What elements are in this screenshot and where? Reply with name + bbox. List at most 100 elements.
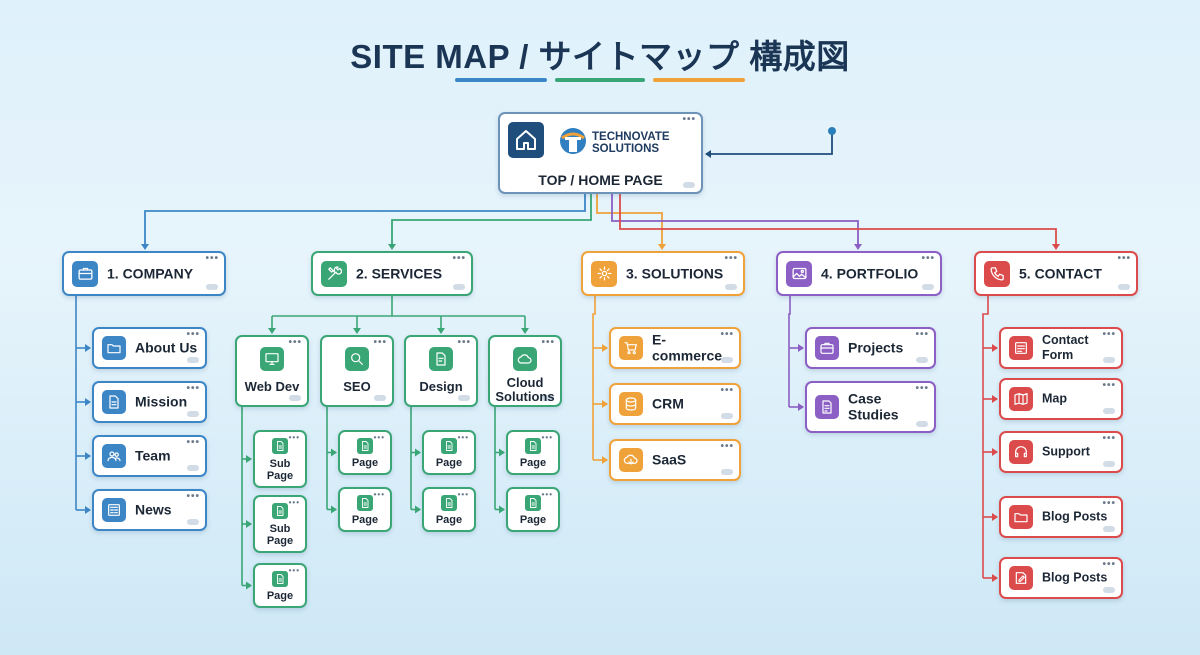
contact-item-label: Contact Form [1042, 332, 1089, 362]
more-dots-icon[interactable]: ••• [1117, 253, 1131, 264]
design-doc-icon [429, 347, 453, 371]
more-dots-icon[interactable]: ••• [373, 433, 385, 442]
page-label: Sub Page [266, 458, 294, 482]
page-icon [441, 438, 457, 454]
connector-portfolio-trunk [788, 296, 791, 407]
section-company[interactable]: •••1. COMPANY [62, 251, 226, 296]
report-icon [815, 395, 839, 419]
section-contact-label: 5. CONTACT [1019, 265, 1102, 282]
more-dots-icon[interactable]: ••• [682, 114, 696, 125]
arrow-contact-child-1 [992, 395, 998, 403]
section-solutions[interactable]: •••3. SOLUTIONS [581, 251, 745, 296]
more-dots-icon[interactable]: ••• [541, 490, 553, 499]
section-services-label: 2. SERVICES [356, 265, 443, 282]
more-dots-icon[interactable]: ••• [373, 337, 387, 348]
more-dots-icon[interactable]: ••• [720, 329, 734, 340]
contact-item-0[interactable]: ••• Contact Form [999, 327, 1123, 369]
more-dots-icon[interactable]: ••• [288, 337, 302, 348]
services-page-3-0[interactable]: ••• Page [506, 430, 560, 475]
arrow-page-0-2 [246, 581, 252, 590]
more-dots-icon[interactable]: ••• [457, 490, 469, 499]
contact-item-3[interactable]: •••Blog Posts [999, 496, 1123, 538]
arrow-solutions-child-2 [602, 456, 608, 464]
more-dots-icon[interactable]: ••• [915, 329, 929, 340]
contact-item-1[interactable]: •••Map [999, 378, 1123, 420]
section-contact[interactable]: ••• 5. CONTACT [974, 251, 1138, 296]
contact-item-4[interactable]: •••Blog Posts [999, 557, 1123, 599]
arrow-contact-child-2 [992, 448, 998, 456]
services-item-1[interactable]: •••SEO [320, 335, 394, 407]
more-dots-icon[interactable]: ••• [452, 253, 466, 264]
arrow-to-contact [1052, 244, 1060, 250]
more-dots-icon[interactable]: ••• [186, 383, 200, 394]
solutions-item-label: SaaS [652, 451, 687, 468]
more-dots-icon[interactable]: ••• [1102, 498, 1116, 509]
more-dots-icon[interactable]: ••• [457, 337, 471, 348]
services-page-2-1[interactable]: •••Page [422, 487, 476, 532]
arrow-services-col-0 [268, 328, 276, 334]
more-dots-icon[interactable]: ••• [1102, 433, 1116, 444]
services-item-3[interactable]: •••Cloud Solutions [488, 335, 562, 407]
brand-line-2: SOLUTIONS [592, 143, 660, 155]
arrow-contact-child-3 [992, 513, 998, 521]
more-dots-icon[interactable]: ••• [720, 385, 734, 396]
contact-item-2[interactable]: •••Support [999, 431, 1123, 473]
more-dots-icon[interactable]: ••• [921, 253, 935, 264]
portfolio-item-1[interactable]: •••Case Studies [805, 381, 936, 433]
services-page-3-1[interactable]: •••Page [506, 487, 560, 532]
company-item-0[interactable]: •••About Us [92, 327, 207, 369]
map-icon [1009, 387, 1033, 411]
arrow-company-child-0 [85, 344, 91, 352]
more-dots-icon[interactable]: ••• [288, 566, 300, 575]
monitor-icon [260, 347, 284, 371]
arrow-page-3-1 [499, 505, 505, 514]
services-item-0[interactable]: •••Web Dev [235, 335, 309, 407]
services-page-1-0[interactable]: •••Page [338, 430, 392, 475]
services-page-0-2[interactable]: ••• Page [253, 563, 307, 608]
more-dots-icon[interactable]: ••• [186, 491, 200, 502]
section-services[interactable]: ••• 2. SERVICES [311, 251, 473, 296]
company-item-1[interactable]: •••Mission [92, 381, 207, 423]
more-dots-icon[interactable]: ••• [541, 433, 553, 442]
solutions-item-0[interactable]: •••E-commerce [609, 327, 741, 369]
more-dots-icon[interactable]: ••• [720, 441, 734, 452]
services-item-2[interactable]: •••Design [404, 335, 478, 407]
more-dots-icon[interactable]: ••• [186, 437, 200, 448]
more-dots-icon[interactable]: ••• [724, 253, 738, 264]
more-dots-icon[interactable]: ••• [288, 498, 300, 507]
services-page-0-1[interactable]: •••Sub Page [253, 495, 307, 553]
services-page-2-0[interactable]: •••Page [422, 430, 476, 475]
more-dots-icon[interactable]: ••• [186, 329, 200, 340]
solutions-item-2[interactable]: ••• SaaS [609, 439, 741, 481]
portfolio-item-0[interactable]: •••Projects [805, 327, 936, 369]
more-dots-icon[interactable]: ••• [1102, 380, 1116, 391]
more-dots-icon[interactable]: ••• [457, 433, 469, 442]
more-dots-icon[interactable]: ••• [541, 337, 555, 348]
arrow-contact-child-0 [992, 344, 998, 352]
headset-icon [1009, 440, 1033, 464]
top-page-label: TOP / HOME PAGE [538, 172, 663, 188]
arrow-page-2-1 [415, 505, 421, 514]
page-label: Page [266, 590, 294, 602]
services-page-1-1[interactable]: •••Page [338, 487, 392, 532]
cloud-deco-icon [206, 284, 218, 290]
section-portfolio[interactable]: •••4. PORTFOLIO [776, 251, 942, 296]
company-item-3[interactable]: •••News [92, 489, 207, 531]
more-dots-icon[interactable]: ••• [205, 253, 219, 264]
company-item-2[interactable]: •••Team [92, 435, 207, 477]
more-dots-icon[interactable]: ••• [1102, 329, 1116, 340]
arrow-company-child-1 [85, 398, 91, 406]
users-icon [102, 444, 126, 468]
connector-solutions-trunk [592, 296, 596, 460]
more-dots-icon[interactable]: ••• [915, 383, 929, 394]
page-label: Page [519, 457, 547, 469]
page-icon [357, 495, 373, 511]
more-dots-icon[interactable]: ••• [288, 433, 300, 442]
services-page-0-0[interactable]: ••• Sub Page [253, 430, 307, 488]
more-dots-icon[interactable]: ••• [373, 490, 385, 499]
cart-icon [619, 336, 643, 360]
solutions-item-1[interactable]: •••CRM [609, 383, 741, 425]
briefcase-icon [815, 336, 839, 360]
more-dots-icon[interactable]: ••• [1102, 559, 1116, 570]
